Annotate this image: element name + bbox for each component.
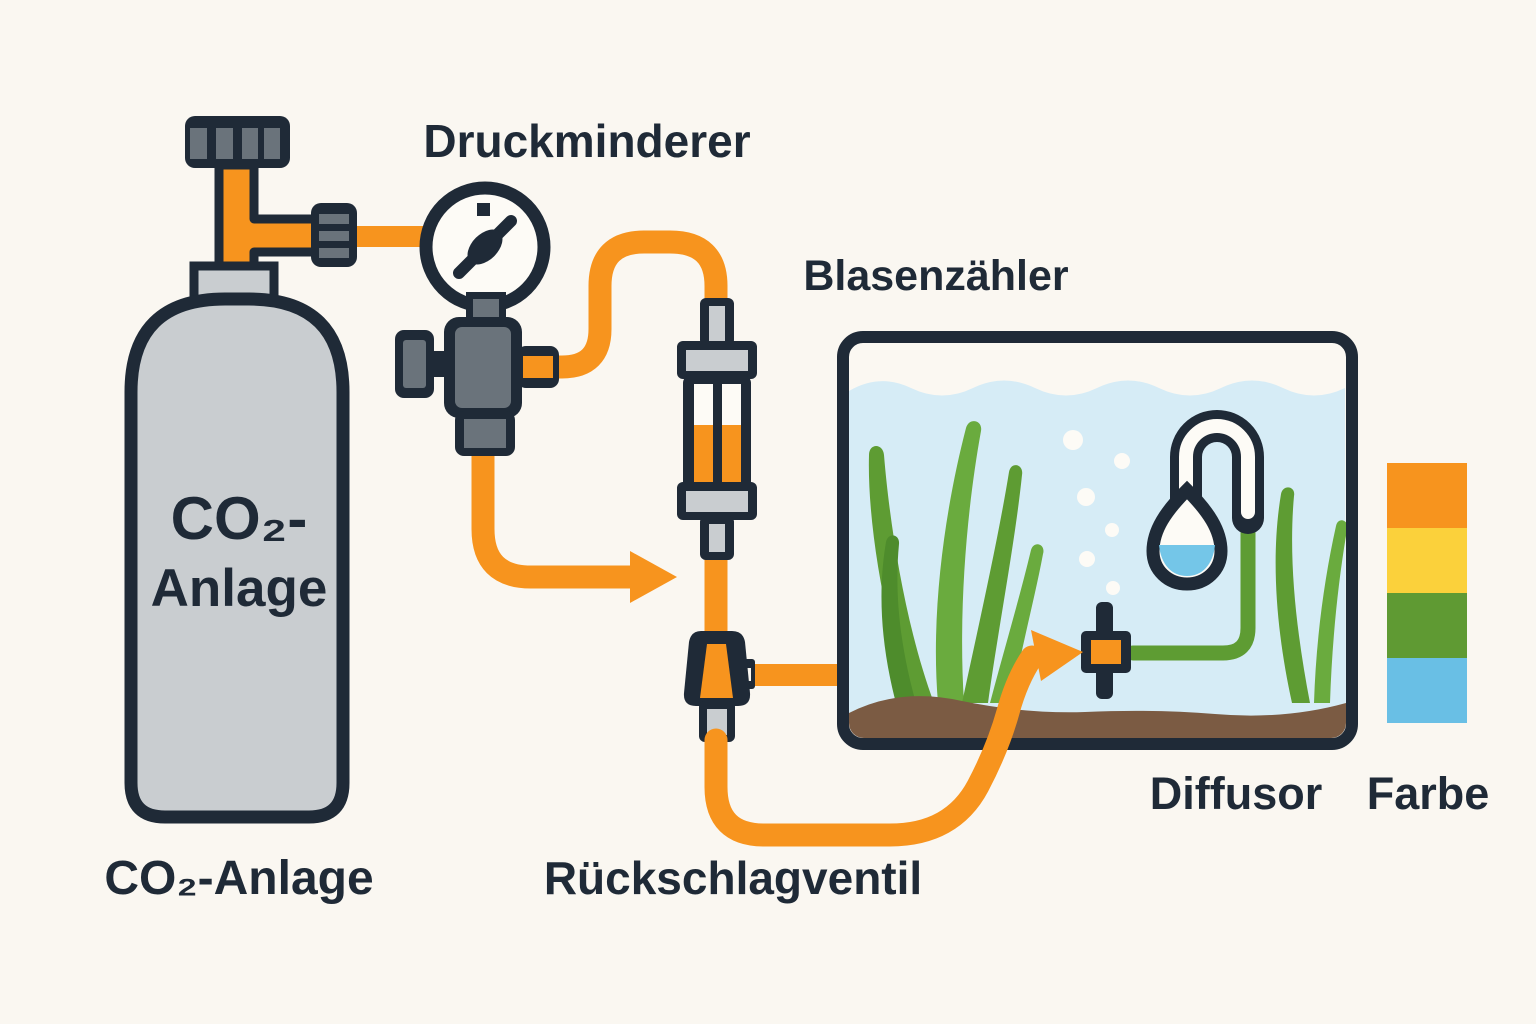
drop-checker-airline bbox=[1125, 502, 1256, 661]
substrate bbox=[849, 696, 1346, 738]
label-druckminderer: Druckminderer bbox=[423, 115, 751, 167]
flow-arrow-icon bbox=[1031, 630, 1083, 681]
pressure-gauge-icon bbox=[419, 181, 551, 326]
label-farbe: Farbe bbox=[1366, 768, 1490, 819]
color-swatch-blue bbox=[1387, 658, 1467, 723]
co2-cylinder-icon bbox=[124, 116, 357, 824]
return-tube bbox=[704, 630, 1083, 847]
cylinder-text-line2: Anlage bbox=[150, 559, 328, 618]
pressure-reducer-icon bbox=[395, 317, 559, 456]
color-swatch-yellow bbox=[1387, 528, 1467, 593]
reducer-outlet-tube bbox=[548, 230, 728, 379]
check-valve-icon bbox=[683, 631, 755, 742]
aquarium-plants-icon bbox=[868, 421, 1346, 703]
aquarium-icon bbox=[837, 331, 1358, 750]
color-swatch-green bbox=[1387, 593, 1467, 658]
label-co2-anlage: CO₂-Anlage bbox=[104, 852, 374, 905]
label-rueckschlagventil: Rückschlagventil bbox=[543, 852, 923, 904]
cylinder-gauge-tube bbox=[352, 226, 432, 247]
co2-bubbles-icon bbox=[1063, 430, 1130, 595]
bubble-counter-icon bbox=[677, 298, 757, 560]
label-blasenzaehler: Blasenzähler bbox=[803, 252, 1069, 300]
cylinder-text-line1: CO₂- bbox=[170, 485, 308, 552]
color-swatch-orange bbox=[1387, 463, 1467, 528]
flow-arrow-icon bbox=[630, 551, 677, 603]
drop-checker-icon bbox=[1125, 410, 1264, 661]
label-diffusor: Diffusor bbox=[1149, 768, 1323, 819]
diffusor-icon bbox=[1081, 602, 1131, 699]
valve-tank-tube bbox=[748, 664, 848, 686]
reducer-down-tube bbox=[471, 450, 677, 603]
color-scale bbox=[1387, 463, 1467, 723]
